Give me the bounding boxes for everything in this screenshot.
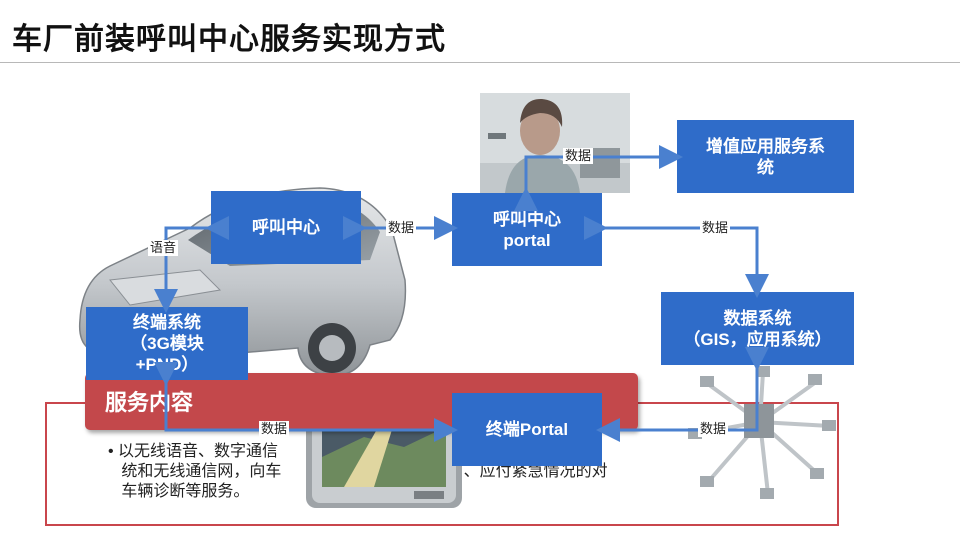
data-label-portal-datasys: 数据 [700,220,731,236]
portal-value-added-connector [514,145,683,211]
voice-label: 语音 [148,240,179,256]
portal-data-system-connector [584,216,769,298]
data-label-datasys-portal: 数据 [698,421,729,437]
terminal-portal-box: 终端Portal [452,393,602,466]
data-label-portal-value: 数据 [563,148,594,164]
terminal-portal-connector [154,362,458,442]
data-system-terminal-portal-connector [596,347,769,442]
data-label-terminal-portal: 数据 [259,421,290,437]
call-center-box: 呼叫中心 [211,191,361,264]
title-divider [0,62,960,63]
page-title: 车厂前装呼叫中心服务实现方式 [12,23,446,56]
value-added-service-box: 增值应用服务系 统 [677,120,854,193]
voice-connector [154,216,229,313]
data-label-cc-portal: 数据 [386,220,417,236]
service-content-text: • 以无线语音、数字通信 换技术，通 统和无线通信网，向车 、应付紧急情况的对 … [108,443,608,500]
